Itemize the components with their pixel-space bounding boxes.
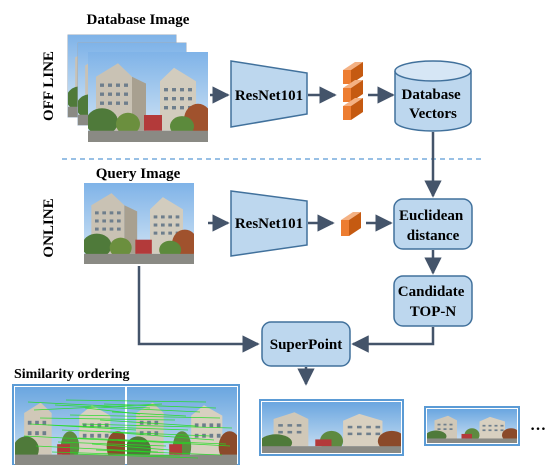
database-image-stack bbox=[67, 34, 208, 142]
euclidean-distance-label: Euclidean distance bbox=[399, 208, 467, 244]
superpoint-node bbox=[261, 321, 351, 367]
similarity-ordering-caption: Similarity ordering bbox=[14, 367, 130, 382]
query-image bbox=[82, 183, 197, 264]
database-feature-blocks bbox=[343, 62, 363, 120]
offline-section-label: OFF LINE bbox=[41, 51, 57, 121]
candidate-line-1: Candidate bbox=[398, 284, 465, 300]
candidate-topn-node bbox=[393, 275, 473, 327]
database-image-caption: Database Image bbox=[87, 12, 190, 28]
candidate-line-2: TOP-N bbox=[410, 304, 457, 320]
result-image-2 bbox=[259, 399, 404, 456]
result-image-3 bbox=[424, 406, 520, 446]
database-vectors-label: Database Vectors bbox=[402, 87, 465, 122]
candidate-topn-label: Candidate TOP-N bbox=[398, 284, 468, 320]
keypoint-match-lines bbox=[23, 399, 233, 459]
query-image-caption: Query Image bbox=[96, 166, 181, 182]
database-vectors-cylinder bbox=[394, 60, 472, 132]
arrow-candidate-to-superpoint bbox=[351, 327, 435, 353]
arrow-query-to-superpoint bbox=[137, 266, 260, 353]
database-vectors-line-2: Vectors bbox=[409, 106, 457, 122]
euclidean-distance-node bbox=[393, 198, 473, 250]
database-vectors-line-1: Database bbox=[402, 87, 462, 103]
resnet-online-label: ResNet101 bbox=[235, 216, 303, 232]
resnet-offline-block bbox=[230, 60, 308, 128]
euclidean-line-1: Euclidean bbox=[399, 208, 464, 224]
superpoint-label: SuperPoint bbox=[270, 337, 343, 353]
more-results-ellipsis: … bbox=[530, 417, 546, 434]
query-feature-block bbox=[341, 212, 361, 236]
resnet-online-block bbox=[230, 190, 308, 257]
euclidean-line-2: distance bbox=[407, 228, 460, 244]
resnet-offline-label: ResNet101 bbox=[235, 88, 303, 104]
online-section-label: ONLINE bbox=[41, 198, 57, 257]
matched-image-pair bbox=[12, 384, 240, 465]
